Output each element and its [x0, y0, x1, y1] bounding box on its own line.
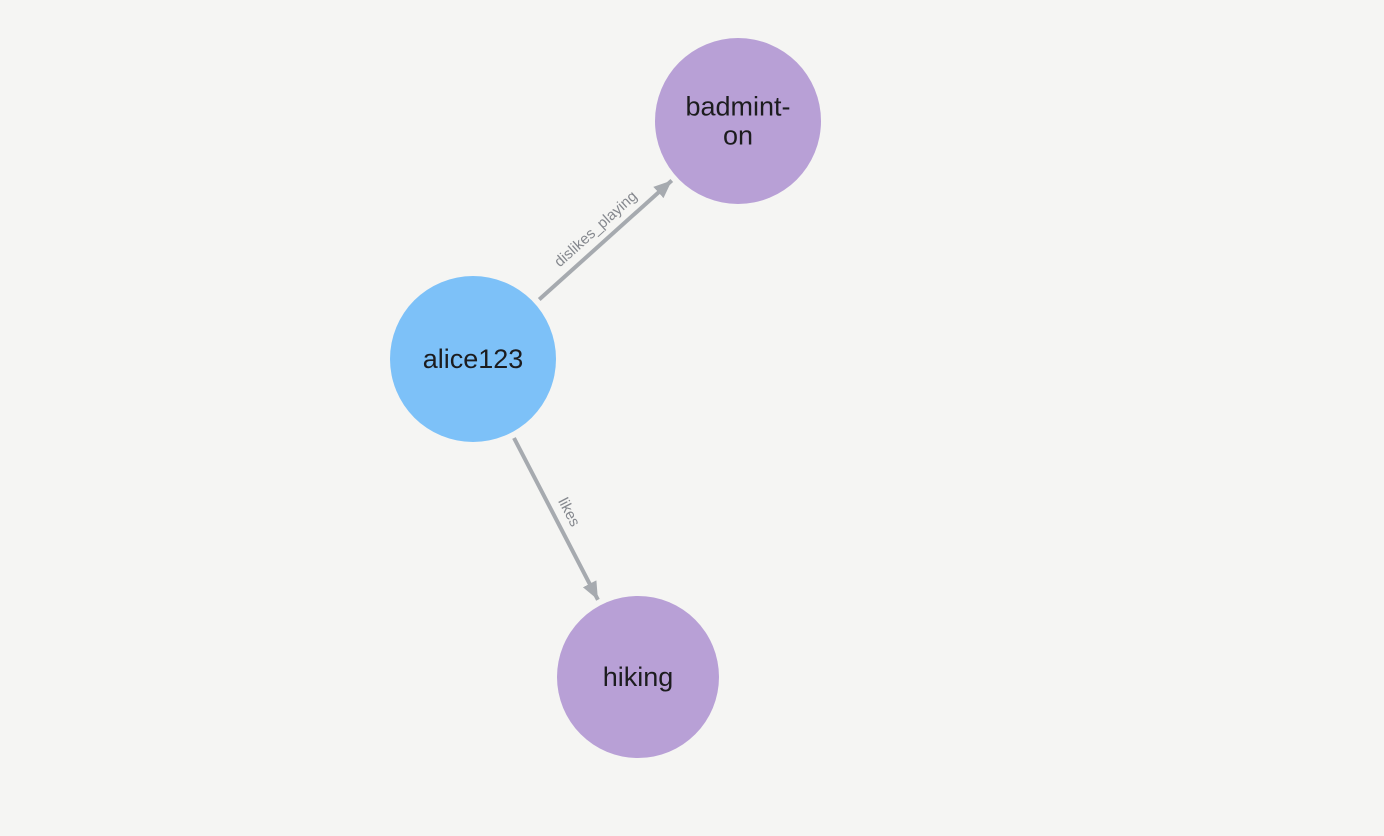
edge-line[interactable] — [537, 178, 674, 302]
node-circle-badminton[interactable] — [655, 38, 821, 204]
node-circle-hiking[interactable] — [557, 596, 719, 758]
edge-label: dislikes_playing — [551, 188, 641, 271]
graph-edge-likes: likes — [512, 437, 600, 601]
node-layer: alice123 badmint-on hiking — [390, 38, 821, 758]
graph-node-hiking: hiking — [557, 596, 719, 758]
graph-edge-dislikes_playing: dislikes_playing — [537, 178, 674, 302]
node-circle-alice123[interactable] — [390, 276, 556, 442]
edge-line[interactable] — [512, 437, 600, 601]
graph-node-alice123: alice123 — [390, 276, 556, 442]
graph-node-badminton: badmint-on — [655, 38, 821, 204]
